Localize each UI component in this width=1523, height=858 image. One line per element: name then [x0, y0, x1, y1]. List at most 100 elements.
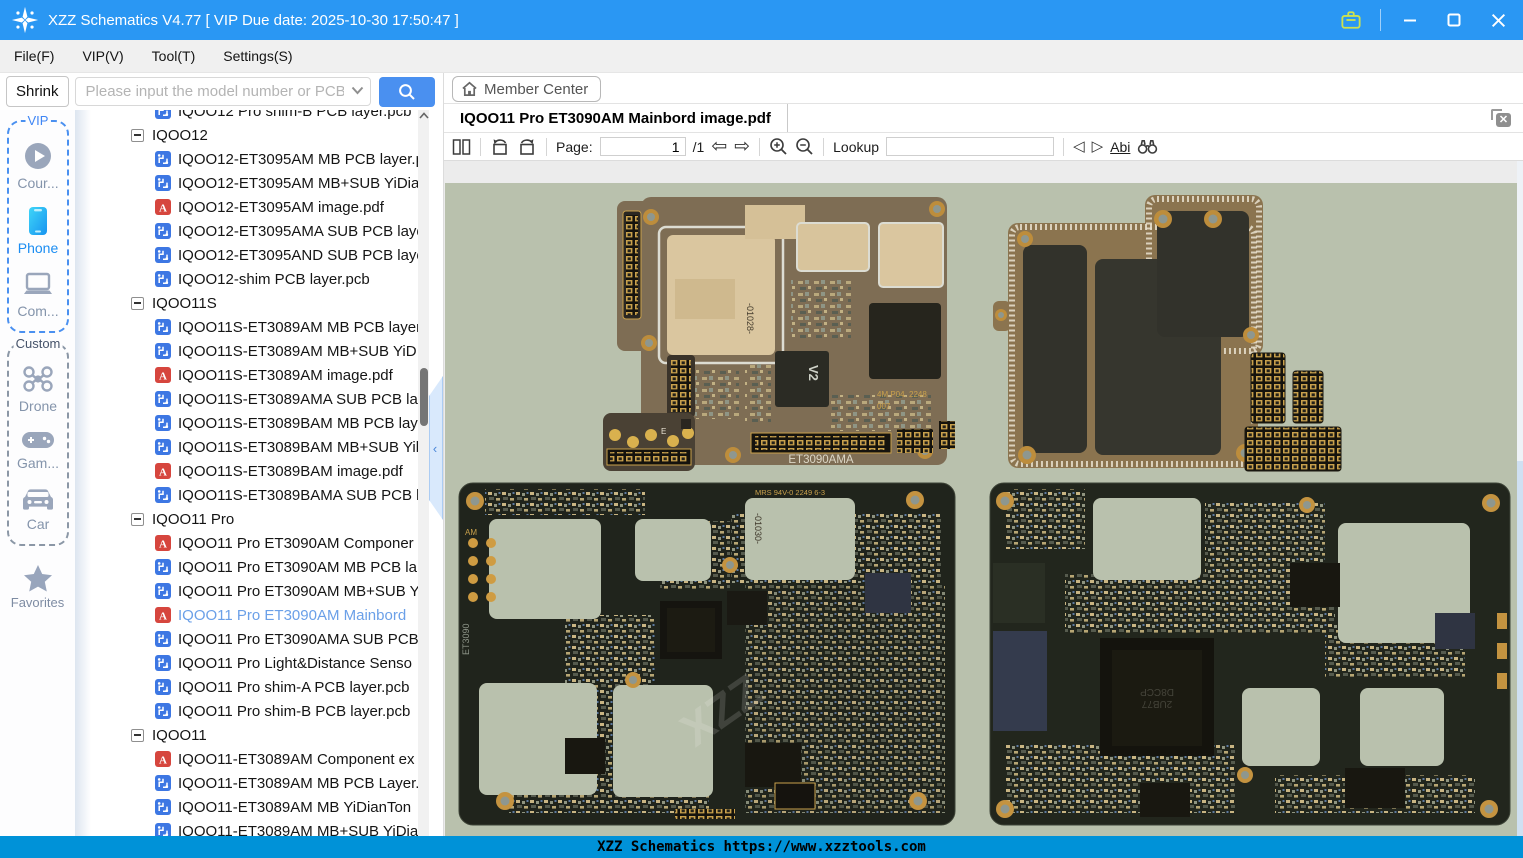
- tree-file-label: IQOO11S-ET3089BAMA SUB PCB la: [178, 486, 418, 504]
- tree-file-item[interactable]: IQOO11 Pro ET3090AMA SUB PCB: [75, 627, 418, 651]
- menu-vip[interactable]: VIP(V): [82, 48, 124, 64]
- tree-file-item[interactable]: IQOO12-shim PCB layer.pcb: [75, 267, 418, 291]
- tree-group-header[interactable]: IQOO11S: [75, 291, 418, 315]
- find-previous-icon[interactable]: ◁: [1073, 137, 1085, 155]
- pcb-file-icon: [155, 703, 171, 719]
- tree-file-item[interactable]: IQOO11 Pro shim-A PCB layer.pcb: [75, 675, 418, 699]
- tree-group-label: IQOO12: [152, 126, 208, 144]
- lookup-input[interactable]: [886, 137, 1055, 156]
- tree-file-item[interactable]: IQOO11 Pro shim-B PCB layer.pcb: [75, 699, 418, 723]
- sidebar-item-phone[interactable]: Phone: [9, 205, 67, 256]
- svg-text:A: A: [159, 538, 167, 550]
- tree-file-item[interactable]: IQOO11 Pro Light&Distance Senso: [75, 651, 418, 675]
- tree-file-label: IQOO11 Pro shim-B PCB layer.pcb: [178, 702, 411, 720]
- sidebar-item-drone[interactable]: Drone: [9, 363, 67, 414]
- titlebar-divider: [1380, 9, 1381, 31]
- tree-scrollbar-thumb[interactable]: [419, 368, 428, 426]
- page-number-input[interactable]: [599, 137, 686, 156]
- tree-file-label: IQOO11-ET3089AM MB PCB Layer.: [178, 774, 418, 792]
- tree-file-item[interactable]: IQOO11-ET3089AM MB PCB Layer.: [75, 771, 418, 795]
- viewer-scrollbar[interactable]: [1517, 161, 1523, 836]
- tree-file-item[interactable]: IQOO12 Pro shim-B PCB layer.pcb: [75, 110, 418, 123]
- collapse-expander-icon[interactable]: [131, 512, 144, 526]
- tree-file-label: IQOO11 Pro Light&Distance Senso: [178, 654, 413, 672]
- menu-settings[interactable]: Settings(S): [223, 48, 293, 64]
- minimize-button[interactable]: [1395, 5, 1425, 35]
- board-photo-top-left: V2 ET3090AMA -01028- 4M P04: [617, 197, 955, 466]
- sidebar-item-game[interactable]: Gam...: [9, 428, 67, 471]
- tree-file-item[interactable]: IQOO12-ET3095AM MB PCB layer.p: [75, 147, 418, 171]
- tree-file-item[interactable]: IQOO12-ET3095AND SUB PCB laye: [75, 243, 418, 267]
- binoculars-icon[interactable]: [1137, 138, 1158, 155]
- tree-file-item[interactable]: IQOO11S-ET3089BAM MB PCB laye: [75, 411, 418, 435]
- close-tab-icon[interactable]: ✕: [1491, 109, 1511, 127]
- sidebar-item-favorites[interactable]: Favorites: [0, 564, 75, 610]
- previous-page-icon[interactable]: ⇦: [711, 135, 728, 157]
- board1-serial-label: -01028-: [745, 303, 755, 334]
- viewer-scrollbar-thumb[interactable]: [1517, 461, 1523, 836]
- find-next-icon[interactable]: ▷: [1091, 137, 1104, 155]
- collapse-expander-icon[interactable]: [131, 296, 144, 310]
- svg-text:A: A: [159, 466, 167, 478]
- pdf-content-area[interactable]: V2 ET3090AMA -01028- 4M P04: [444, 161, 1523, 836]
- sidebar-item-car[interactable]: Car: [9, 485, 67, 532]
- tree-file-item[interactable]: IQOO11-ET3089AM MB YiDianTon: [75, 795, 418, 819]
- menu-tool[interactable]: Tool(T): [151, 48, 196, 64]
- tree-file-item[interactable]: IQOO12-ET3095AMA SUB PCB laye: [75, 219, 418, 243]
- tree-group-header[interactable]: IQOO11: [75, 723, 418, 747]
- tree-file-label: IQOO11S-ET3089AM MB+SUB YiD: [178, 342, 417, 360]
- panel-collapse-handle[interactable]: ‹: [429, 376, 443, 520]
- sidebar-item-computer[interactable]: Com...: [9, 270, 67, 319]
- svg-text:A: A: [159, 754, 167, 766]
- tree-file-item[interactable]: IQOO11-ET3089AM MB+SUB YiDia: [75, 819, 418, 836]
- tree-file-label: IQOO11 Pro ET3090AMA SUB PCB: [178, 630, 418, 648]
- next-page-icon[interactable]: ⇨: [734, 135, 751, 157]
- custom-group-label: Custom: [13, 336, 63, 351]
- close-button[interactable]: [1483, 5, 1513, 35]
- pcb-file-icon: [155, 631, 171, 647]
- zoom-in-icon[interactable]: [769, 137, 788, 156]
- svg-text:A: A: [159, 370, 167, 382]
- tree-file-item[interactable]: IQOO11S-ET3089BAMA SUB PCB la: [75, 483, 418, 507]
- board1-chip-label: V2: [806, 365, 821, 381]
- pcb-file-icon: [155, 823, 171, 836]
- shrink-button[interactable]: Shrink: [6, 76, 69, 107]
- vip-briefcase-icon[interactable]: [1336, 5, 1366, 35]
- statusbar: XZZ Schematics https://www.xzztools.com: [0, 836, 1523, 858]
- tree-file-label: IQOO12-shim PCB layer.pcb: [178, 270, 370, 288]
- search-input[interactable]: [74, 77, 371, 106]
- tree-scrollbar[interactable]: [418, 110, 429, 836]
- match-case-button[interactable]: Abi: [1110, 138, 1131, 155]
- collapse-expander-icon[interactable]: [131, 128, 144, 142]
- maximize-button[interactable]: [1439, 5, 1469, 35]
- tree-file-item[interactable]: A IQOO11 Pro ET3090AM Componer: [75, 531, 418, 555]
- tree-file-item[interactable]: IQOO11S-ET3089AM MB+SUB YiD: [75, 339, 418, 363]
- search-button[interactable]: [378, 76, 435, 107]
- tree-file-item[interactable]: IQOO11 Pro ET3090AM MB PCB la: [75, 555, 418, 579]
- chevron-down-icon[interactable]: [351, 86, 364, 95]
- tree-file-item[interactable]: IQOO11S-ET3089AM MB PCB layer: [75, 315, 418, 339]
- menu-file[interactable]: File(F): [14, 48, 55, 64]
- rotate-left-icon[interactable]: [490, 137, 510, 156]
- scrollbar-up-icon[interactable]: [418, 112, 429, 124]
- tree-file-item[interactable]: IQOO11S-ET3089AMA SUB PCB lay: [75, 387, 418, 411]
- tree-file-label: IQOO11S-ET3089BAM MB+SUB Yil: [178, 438, 418, 456]
- document-tab[interactable]: IQOO11 Pro ET3090AM Mainbord image.pdf: [444, 104, 788, 132]
- sidebar-item-course[interactable]: Cour...: [9, 140, 67, 191]
- two-page-view-icon[interactable]: [452, 138, 471, 156]
- tree-file-item[interactable]: IQOO12-ET3095AM MB+SUB YiDia: [75, 171, 418, 195]
- zoom-out-icon[interactable]: [795, 137, 814, 156]
- member-center-button[interactable]: Member Center: [452, 76, 602, 102]
- tree-file-item[interactable]: IQOO11S-ET3089BAM MB+SUB Yil: [75, 435, 418, 459]
- tree-file-label: IQOO11 Pro ET3090AM Componer: [178, 534, 414, 552]
- rotate-right-icon[interactable]: [517, 137, 537, 156]
- tree-group-header[interactable]: IQOO12: [75, 123, 418, 147]
- collapse-expander-icon[interactable]: [131, 728, 144, 742]
- tree-group-header[interactable]: IQOO11 Pro: [75, 507, 418, 531]
- tree-file-item[interactable]: IQOO11 Pro ET3090AM MB+SUB Y: [75, 579, 418, 603]
